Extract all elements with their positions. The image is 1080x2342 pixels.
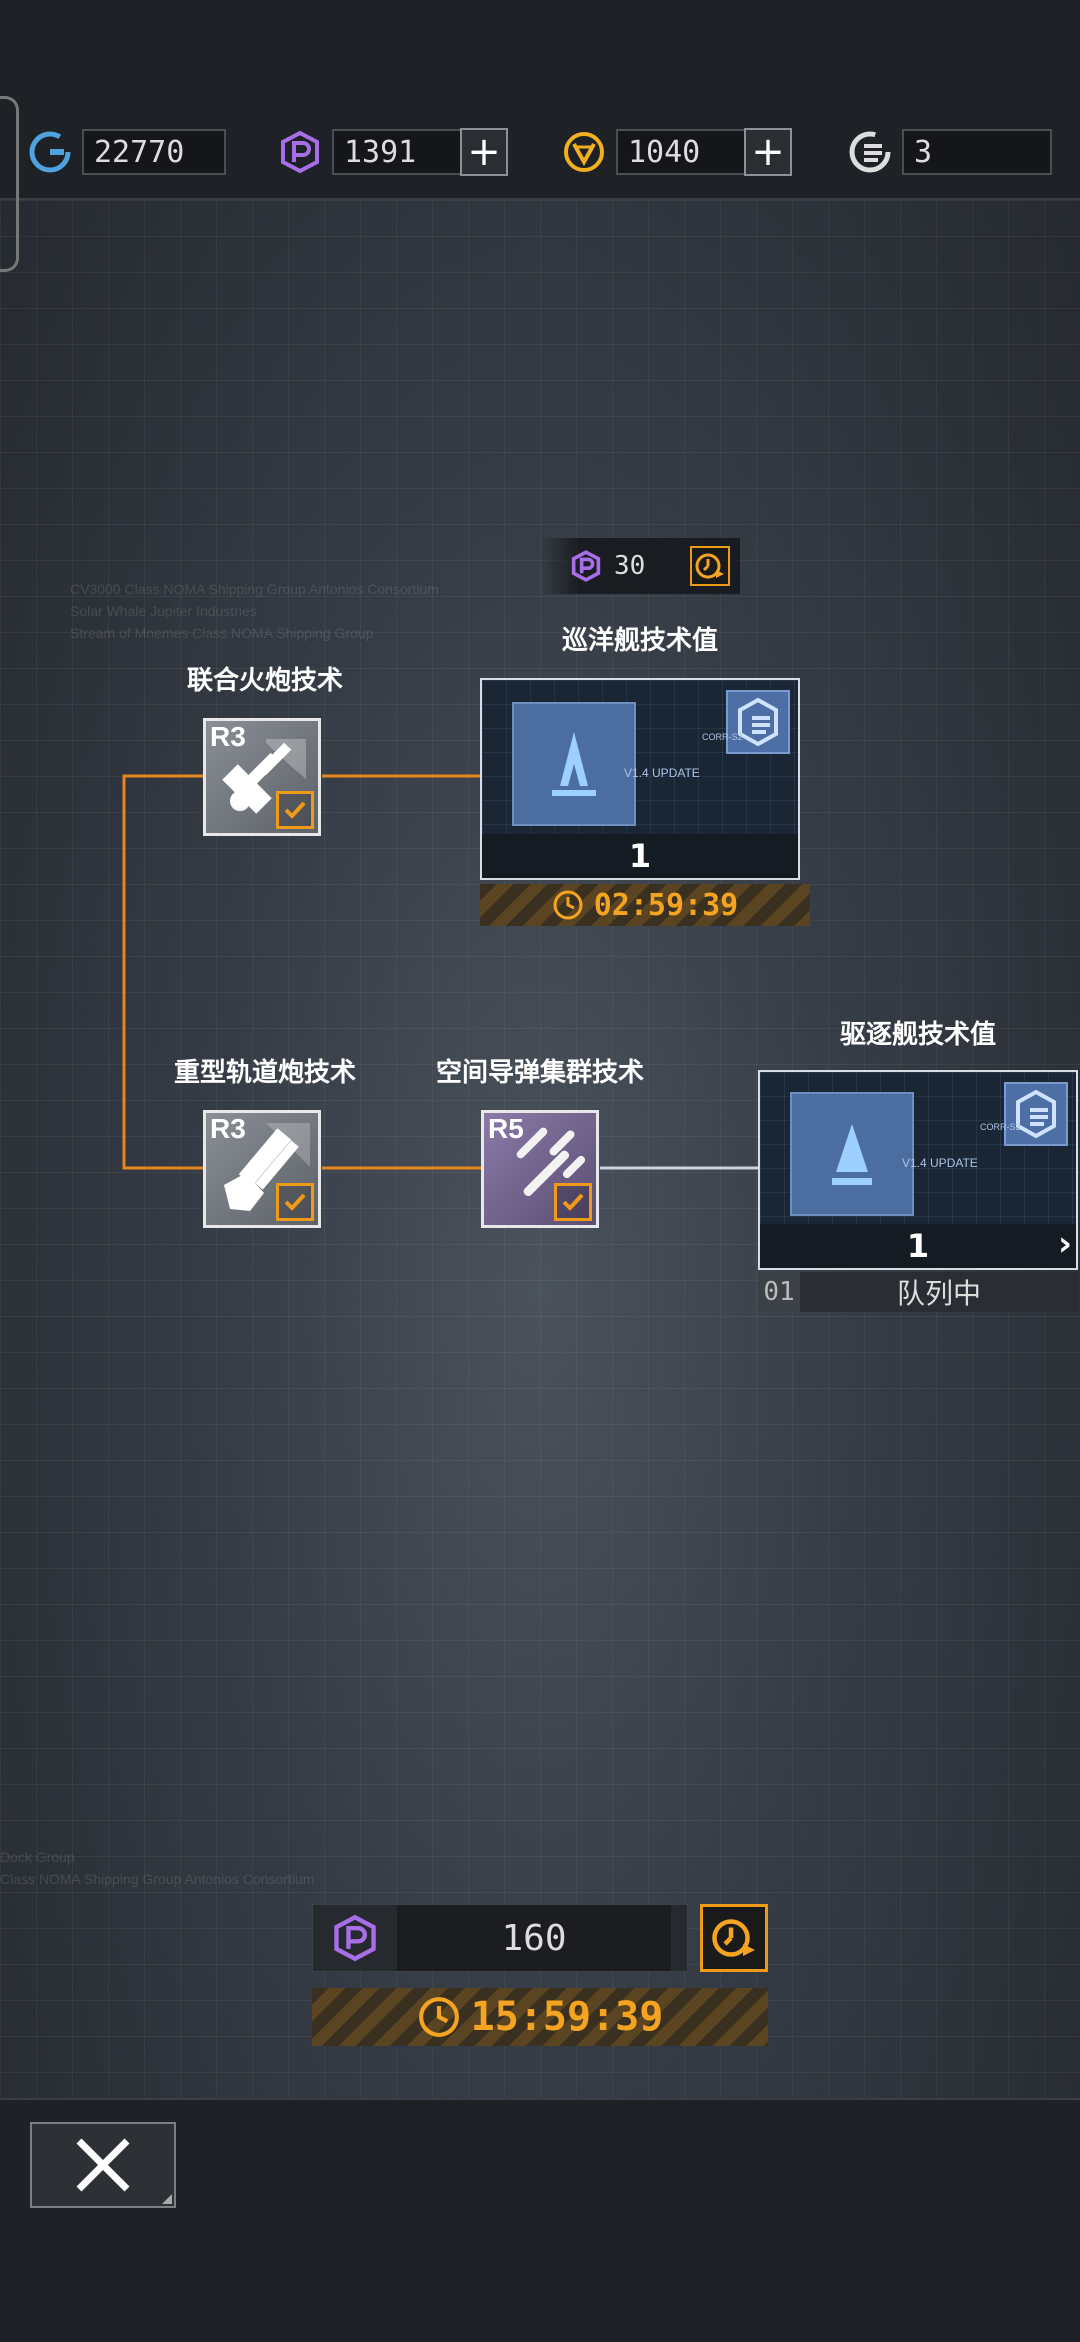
cruiser-timer: 02:59:39	[480, 884, 810, 926]
bottom-cost: 160	[312, 1904, 688, 1972]
missile-cluster-label: 空间导弹集群技术	[435, 1058, 644, 1088]
bottom-bar	[0, 2098, 1080, 2342]
completed-check-icon	[276, 1183, 314, 1221]
joint-cannon-label: 联合火炮技术	[186, 666, 343, 696]
connector-left-trunk	[122, 774, 204, 1170]
clock-icon	[553, 890, 583, 920]
resource-premium: 1391 +	[278, 128, 508, 176]
joint-cannon-node[interactable]: R3	[203, 718, 321, 836]
hex-badge-icon	[1016, 1089, 1056, 1139]
bottom-timer: 15:59:39	[312, 1988, 768, 2046]
resource-credits: 22770	[28, 128, 226, 176]
cruiser-badge	[726, 690, 790, 754]
bg-text-bottom: Dock Group Class NOMA Shipping Group Ant…	[0, 1849, 315, 1887]
add-premium-button[interactable]: +	[460, 128, 508, 176]
bottom-cost-value: 160	[501, 1917, 567, 1959]
destroyer-badge	[1004, 1082, 1068, 1146]
heavy-railgun-label: 重型轨道炮技术	[173, 1058, 356, 1088]
corner-frame	[0, 96, 19, 272]
cruiser-speedup-button[interactable]	[690, 546, 730, 586]
missile-icon	[516, 1127, 586, 1197]
destroyer-tech-card[interactable]: CORR-S2 V1.4 UPDATE 1 ›	[758, 1070, 1078, 1270]
queue-number: 01	[758, 1272, 800, 1312]
p-coin-icon	[571, 550, 601, 582]
resource-gold: 1040 +	[562, 128, 792, 176]
p-coin-icon	[281, 130, 319, 174]
hex-badge-icon	[738, 697, 778, 747]
cruiser-count: 1	[482, 834, 798, 878]
close-button[interactable]	[30, 2122, 176, 2208]
completed-check-icon	[276, 791, 314, 829]
queue-status: 队列中	[896, 1277, 981, 1310]
corner-notch	[162, 2194, 172, 2204]
cruiser-code-text: CORR-S2	[702, 732, 743, 742]
cruiser-tech-label: 巡洋舰技术值	[561, 626, 718, 656]
close-icon	[76, 2138, 130, 2192]
cruiser-cost-value: 30	[614, 551, 646, 581]
cruiser-cost: 30	[540, 538, 740, 594]
destroyer-code-text: CORR-S2	[980, 1122, 1021, 1132]
cruiser-emblem	[512, 702, 636, 826]
completed-check-icon	[554, 1183, 592, 1221]
tickets-value: 3	[902, 129, 1052, 175]
cruiser-ship-icon	[552, 732, 596, 796]
cruiser-update-text: V1.4 UPDATE	[624, 766, 700, 780]
ticket-icon	[849, 131, 891, 173]
bottom-timer-value: 15:59:39	[470, 1994, 664, 2040]
speedup-clock-icon	[712, 1919, 755, 1957]
destroyer-queue: 01 队列中	[758, 1272, 1078, 1312]
credits-value: 22770	[82, 129, 226, 175]
destroyer-ship-icon	[832, 1124, 872, 1185]
v-coin-icon	[564, 132, 604, 172]
bottom-cost-box: 160	[397, 1905, 671, 1971]
heavy-railgun-rank: R3	[210, 1113, 246, 1144]
heavy-railgun-node[interactable]: R3	[203, 1110, 321, 1228]
bg-text-top: CV3000 Class NOMA Shipping Group Antonio…	[70, 581, 439, 641]
resource-tickets: 3	[848, 128, 1052, 176]
missile-cluster-rank: R5	[488, 1113, 524, 1144]
gold-value: 1040	[616, 129, 746, 175]
bottom-speedup-button[interactable]	[700, 1904, 768, 1972]
cruiser-tech-card[interactable]: CORR-S2 V1.4 UPDATE 1	[480, 678, 800, 880]
destroyer-count: 1	[760, 1224, 1076, 1268]
chevron-right-icon[interactable]: ›	[1057, 1224, 1072, 1264]
twin-cannon-icon	[222, 739, 306, 814]
p-coin-icon	[334, 1914, 376, 1962]
cruiser-timer-value: 02:59:39	[593, 887, 739, 923]
g-coin-icon	[29, 131, 71, 173]
destroyer-update-text: V1.4 UPDATE	[902, 1156, 978, 1170]
destroyer-tech-label: 驱逐舰技术值	[839, 1020, 996, 1050]
missile-cluster-node[interactable]: R5	[481, 1110, 599, 1228]
clock-icon	[418, 1997, 459, 2037]
joint-cannon-rank: R3	[210, 721, 246, 752]
speedup-clock-icon	[695, 553, 724, 579]
railgun-icon	[224, 1123, 310, 1211]
destroyer-emblem	[790, 1092, 914, 1216]
add-gold-button[interactable]: +	[744, 128, 792, 176]
